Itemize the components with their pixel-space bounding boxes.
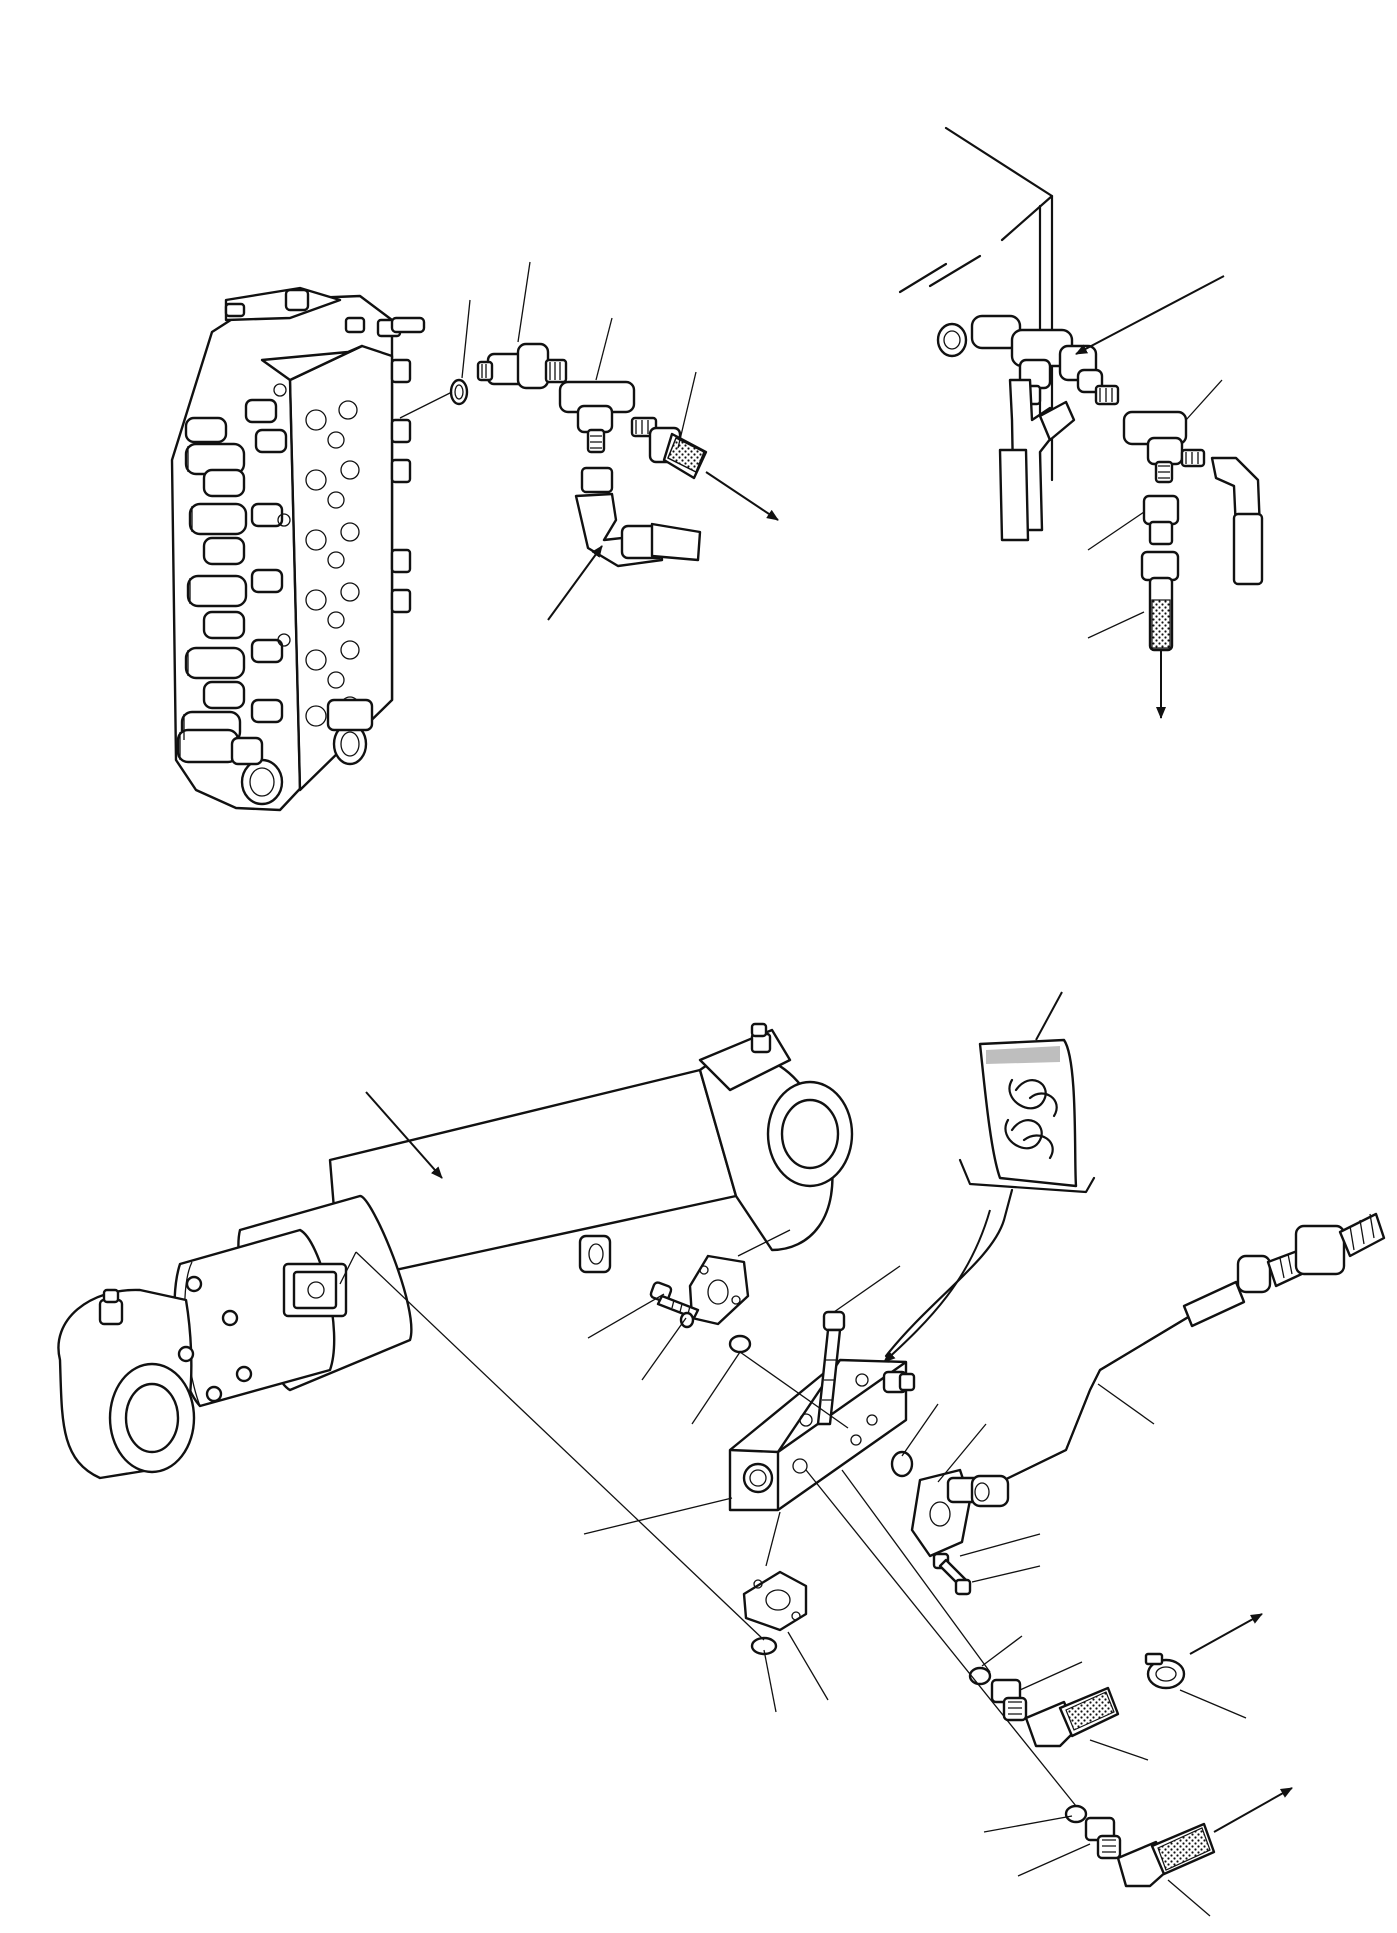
hydraulic-cylinder [57,1022,854,1480]
leader-lines-view2 [1087,379,1223,639]
adapter-2 [1084,1816,1122,1860]
tee-fitting [558,380,658,454]
safety-valve-block [728,1358,916,1512]
flange-upper [688,1254,750,1326]
control-valve-block [170,286,426,812]
swivel-elbow [574,466,702,568]
oring-lower [750,1636,778,1656]
manifold-tees [970,314,1120,542]
control-valve-view [170,261,779,812]
elbow-fitting [476,342,568,390]
long-bolt [816,1310,846,1426]
flange-lower [742,1570,808,1632]
adapter-1 [990,1678,1028,1722]
hose-elbow-2 [1116,1822,1216,1888]
assembly-lines [339,1251,1077,1807]
tee-fitting-right [1122,410,1206,484]
cylinder-view [57,991,1386,1917]
flange-bolt [932,1552,972,1596]
oring [449,378,469,406]
adapter-and-hose [1140,494,1180,652]
leader-lines-view1 [461,261,697,449]
oring-kit-bag-icon [958,991,1096,1194]
leader-lines-view3 [583,1229,1247,1917]
manifold-view [898,126,1264,719]
pipe-assembly [970,1212,1386,1508]
washer [679,1311,695,1329]
hose-connector [648,426,708,480]
hose-elbow-1 [1024,1686,1120,1748]
oring-upper [728,1334,752,1354]
hose-clamp [1144,1652,1186,1690]
